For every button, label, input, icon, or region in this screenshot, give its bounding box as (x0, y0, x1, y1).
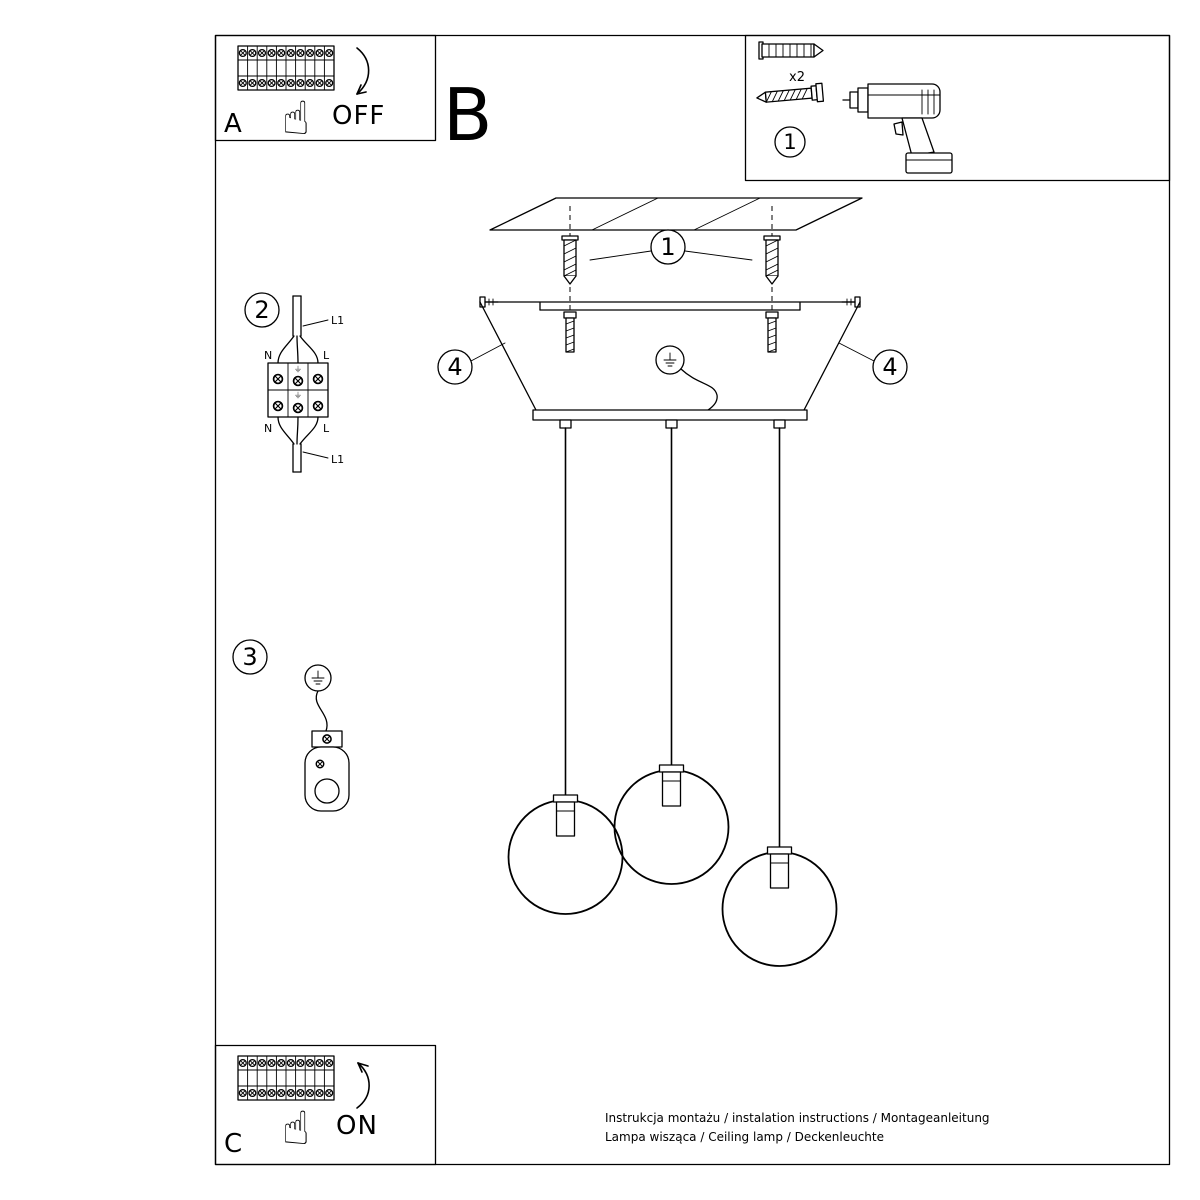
canopy-screw-right (841, 296, 861, 308)
label-l-top: L (323, 349, 330, 362)
wire-n-bottom (277, 416, 295, 445)
footer-line-2: Lampa wisząca / Ceiling lamp / Deckenleu… (605, 1130, 884, 1144)
panel-c-label: C (224, 1129, 242, 1159)
wiring-step: 2 L1 N L (244, 292, 344, 473)
pointing-hand-icon: ☝ (282, 91, 310, 145)
ground-symbol (655, 345, 685, 375)
bracket-screw-left (563, 311, 577, 353)
rotate-arrow-icon (356, 1062, 370, 1109)
mains-on-panel: ☝ ON C (224, 1056, 378, 1159)
canopy-screw-left (479, 296, 499, 308)
terminal-block (267, 362, 329, 418)
canopy-side-right (802, 301, 861, 413)
drill-icon (842, 83, 953, 174)
off-label: OFF (332, 101, 385, 131)
cable-gland-1 (559, 419, 572, 429)
ceiling-panel (489, 197, 863, 231)
callout-hardware-step: 1 (774, 126, 806, 158)
terminal-strip (238, 1056, 334, 1100)
panel-a-label: A (224, 109, 242, 139)
wire-l-top (299, 335, 319, 364)
ground-wire (315, 690, 328, 732)
mounting-bracket-part (304, 746, 350, 812)
wall-anchor-right (763, 235, 781, 285)
footer: Instrukcja montażu / instalation instruc… (605, 1111, 990, 1144)
bracket-screw-right (765, 311, 779, 353)
footer-line-1: Instrukcja montażu / instalation instruc… (605, 1111, 990, 1125)
step-number: 1 (783, 130, 796, 154)
on-label: ON (336, 1111, 378, 1141)
section-label-b: B (443, 73, 492, 157)
step-number: 2 (254, 296, 269, 324)
page-frame (214, 34, 1171, 1166)
step-number: 1 (660, 233, 675, 261)
assembly-drawing: 1 (437, 197, 908, 967)
callout-canopy-left: 4 (437, 342, 506, 385)
step-number: 4 (882, 353, 897, 381)
terminal-strip (238, 46, 334, 90)
ground-wire (680, 368, 718, 411)
pendant-lamp-3 (721, 846, 838, 967)
grounding-step: 3 (232, 639, 350, 812)
ground-clamp (311, 730, 343, 748)
wire-pe-bottom (296, 416, 299, 445)
pendant-lamp-2 (613, 764, 730, 885)
canopy-side-left (479, 301, 538, 413)
cable-gland-3 (773, 419, 786, 429)
wire-l-bottom (299, 416, 319, 445)
rotate-arrow-icon (356, 47, 370, 95)
pendant-lamp-1 (507, 794, 624, 915)
mains-off-panel: ☝ OFF A (224, 46, 385, 145)
canopy-base-bar (532, 409, 808, 421)
step-number: 3 (242, 643, 257, 671)
callout-anchors: 1 (589, 229, 753, 265)
step-number: 4 (447, 353, 462, 381)
label-l1-top: L1 (331, 314, 344, 327)
callout-canopy-right: 4 (838, 342, 908, 385)
label-n-top: N (264, 349, 272, 362)
label-n-bottom: N (264, 422, 272, 435)
pointing-hand-icon: ☝ (282, 1101, 310, 1155)
label-l-bottom: L (323, 422, 330, 435)
hardware-panel: x2 (756, 41, 953, 174)
callout-wiring: 2 (244, 292, 280, 328)
callout-grounding: 3 (232, 639, 268, 675)
wall-anchor-left (561, 235, 579, 285)
label-l1-bottom: L1 (331, 453, 344, 466)
wall-plug-icon (758, 41, 824, 60)
mounting-bracket (539, 302, 801, 311)
cable-gland-2 (665, 419, 678, 429)
screw-icon (756, 82, 825, 103)
quantity-label: x2 (789, 70, 805, 85)
wire-pe-top (296, 335, 299, 364)
wire-n-top (277, 335, 295, 364)
